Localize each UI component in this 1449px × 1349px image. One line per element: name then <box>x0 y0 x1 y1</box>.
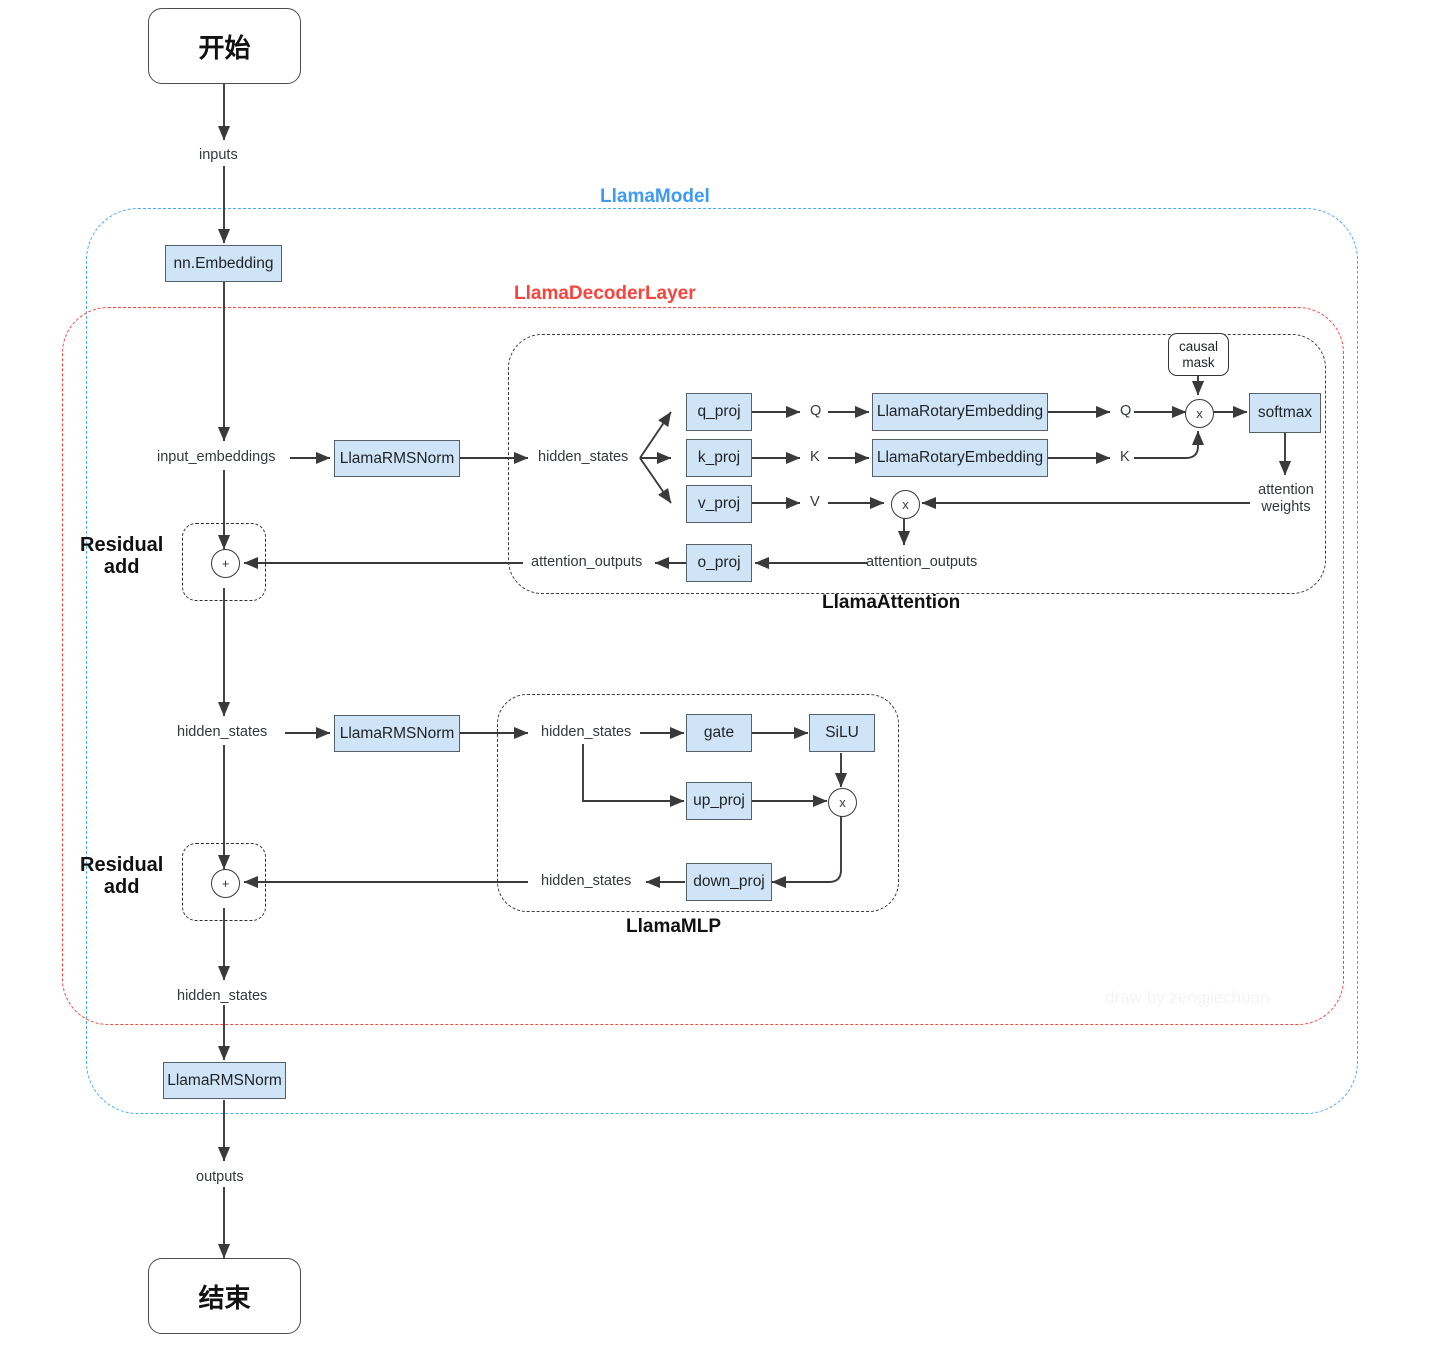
node-q-proj[interactable]: q_proj <box>686 393 752 431</box>
residual-add-label-attention: Residual add <box>80 534 163 579</box>
edge-label-k-rotary: K <box>1120 449 1130 465</box>
residual-label-line1: Residual <box>80 534 164 556</box>
residual-label-line2: add <box>103 556 140 579</box>
edge-label-v: V <box>810 494 820 510</box>
multiply-qk-icon[interactable]: x <box>1185 399 1214 428</box>
terminal-start[interactable]: 开始 <box>148 8 301 84</box>
node-nn-embedding[interactable]: nn.Embedding <box>165 245 282 282</box>
node-rotary-embedding-q[interactable]: LlamaRotaryEmbedding <box>872 393 1048 431</box>
terminal-end[interactable]: 结束 <box>148 1258 301 1334</box>
group-frame-llamamodel <box>86 208 1358 1114</box>
group-title-llamadecoderlayer: LlamaDecoderLayer <box>514 283 696 304</box>
group-frame-llamaattention <box>508 334 1326 594</box>
node-gate[interactable]: gate <box>686 714 752 752</box>
node-rmsnorm-final[interactable]: LlamaRMSNorm <box>163 1062 286 1099</box>
node-rmsnorm-attention[interactable]: LlamaRMSNorm <box>334 440 460 477</box>
residual-add-label-mlp: Residual add <box>80 854 163 899</box>
node-o-proj[interactable]: o_proj <box>686 544 752 582</box>
node-k-proj[interactable]: k_proj <box>686 439 752 477</box>
edge-label-hidden-states-mid: hidden_states <box>177 724 268 740</box>
multiply-v-icon[interactable]: x <box>891 490 920 519</box>
group-title-llamamodel: LlamaModel <box>600 186 710 207</box>
residual-add-op-attention[interactable]: + <box>211 549 240 578</box>
node-softmax[interactable]: softmax <box>1249 393 1321 433</box>
multiply-mlp-icon[interactable]: x <box>828 788 857 817</box>
edge-label-k: K <box>810 449 820 465</box>
node-rotary-embedding-k[interactable]: LlamaRotaryEmbedding <box>872 439 1048 477</box>
node-v-proj[interactable]: v_proj <box>686 485 752 523</box>
causal-mask-line1: causal <box>1178 338 1219 354</box>
edge-label-input-embeddings: input_embeddings <box>157 449 276 465</box>
node-down-proj[interactable]: down_proj <box>686 863 772 901</box>
group-frame-llamadecoderlayer <box>62 307 1344 1025</box>
edge-label-attention-outputs-left: attention_outputs <box>531 554 643 570</box>
attention-weights-line2: weights <box>1261 499 1311 516</box>
edge-label-hidden-states-mlp-out: hidden_states <box>541 873 632 889</box>
edge-label-attention-outputs-right: attention_outputs <box>866 554 978 570</box>
edge-label-outputs: outputs <box>196 1169 244 1185</box>
causal-mask-line2: mask <box>1182 354 1215 370</box>
node-up-proj[interactable]: up_proj <box>686 782 752 820</box>
edge-label-inputs: inputs <box>199 147 238 163</box>
group-frame-llamamlp <box>497 694 899 912</box>
edge-label-q: Q <box>810 403 822 419</box>
node-rmsnorm-mlp[interactable]: LlamaRMSNorm <box>334 715 460 752</box>
node-silu[interactable]: SiLU <box>809 714 875 752</box>
edge-label-hidden-states-attention-in: hidden_states <box>538 449 629 465</box>
edge-label-hidden-states-mlp-in: hidden_states <box>541 724 632 740</box>
edge-label-attention-weights: attention weights <box>1251 482 1321 516</box>
residual-label-line2: add <box>103 876 140 899</box>
group-title-llamamlp: LlamaMLP <box>626 916 722 937</box>
residual-add-op-mlp[interactable]: + <box>211 869 240 898</box>
edge-label-q-rotary: Q <box>1120 403 1132 419</box>
group-title-llamaattention: LlamaAttention <box>822 592 961 613</box>
node-causal-mask[interactable]: causal mask <box>1168 333 1229 376</box>
residual-label-line1: Residual <box>80 854 164 876</box>
attention-weights-line1: attention <box>1258 482 1314 498</box>
edge-label-hidden-states-bottom: hidden_states <box>177 988 268 1004</box>
watermark-text: draw by zengjiechuan <box>1105 988 1270 1007</box>
